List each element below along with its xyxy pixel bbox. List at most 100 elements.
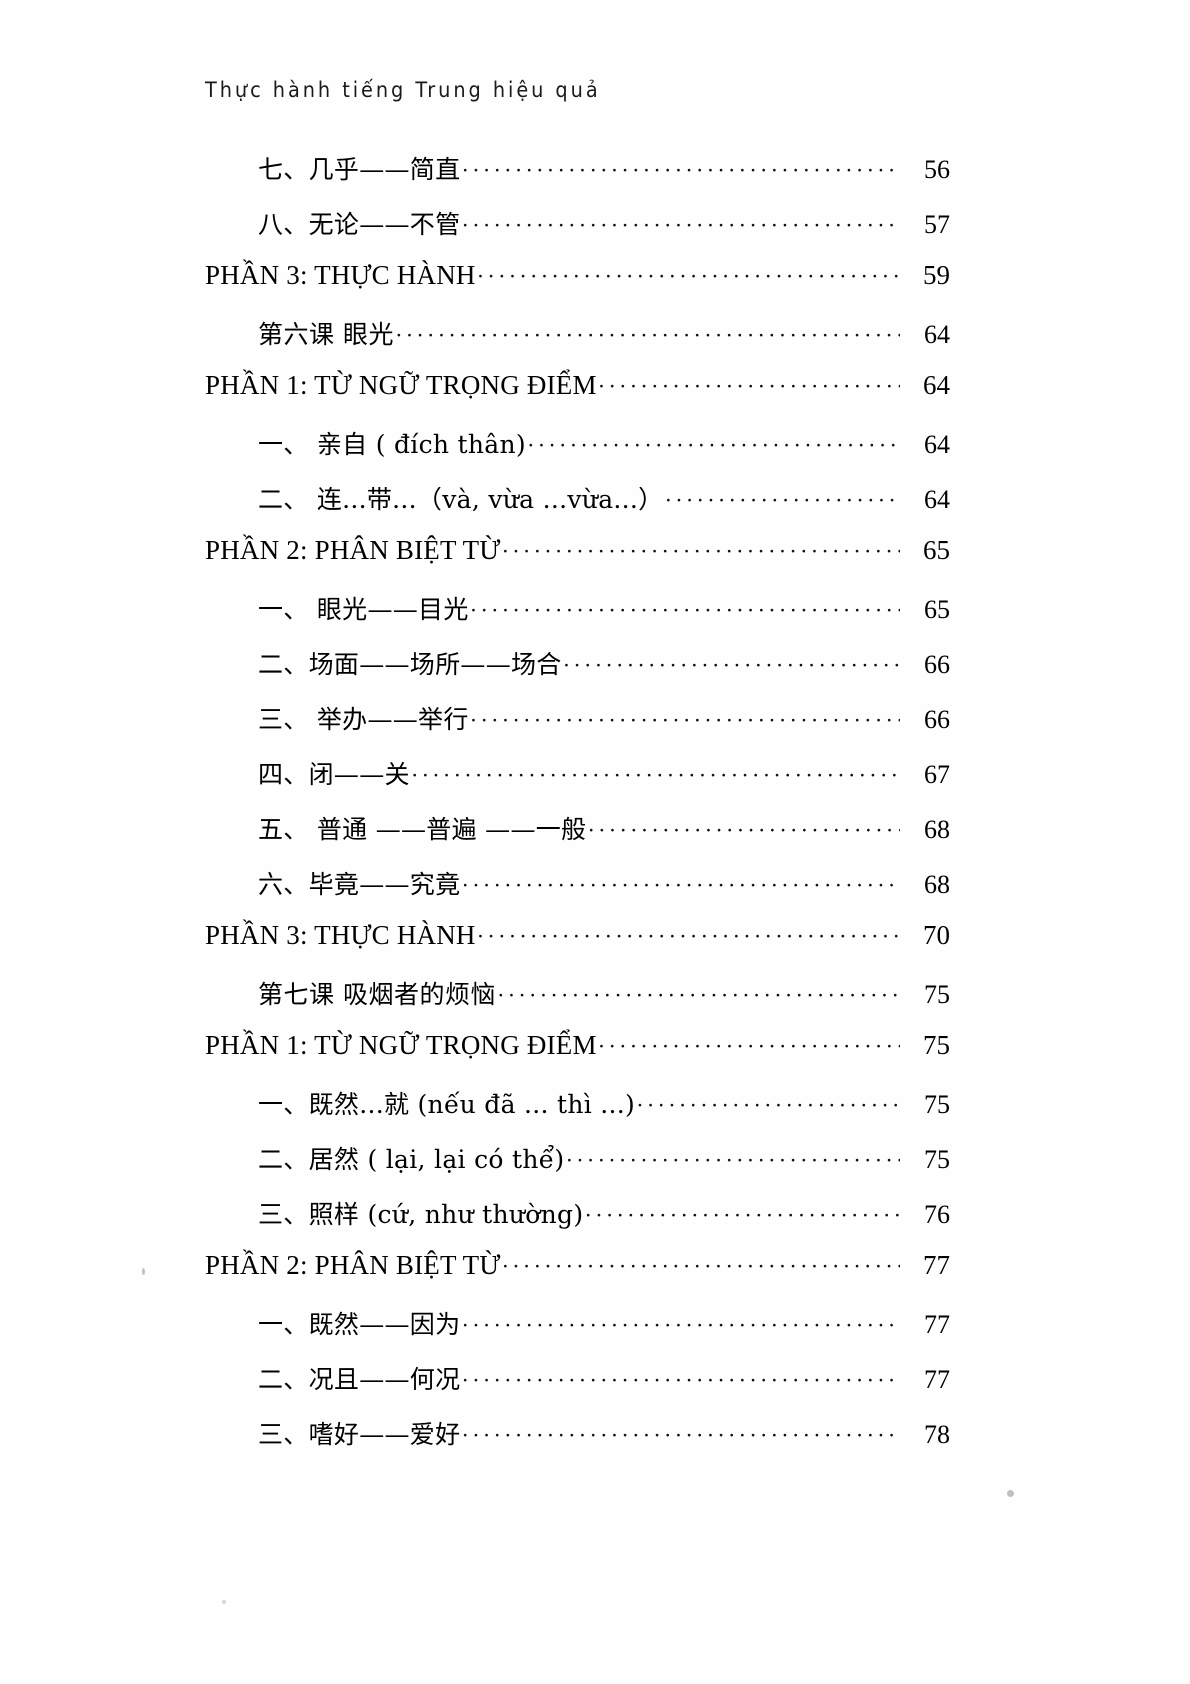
toc-entry[interactable]: 一、既然...就 (nếu đã ... thì ...)···········…	[258, 1085, 950, 1140]
toc-entry-title: PHẦN 1: TỪ NGỮ TRỌNG ĐIỂM	[205, 370, 597, 400]
dot-leader: ········································…	[476, 265, 900, 288]
toc-entry[interactable]: 七、几乎——简直································…	[258, 150, 950, 205]
table-of-contents: 七、几乎——简直································…	[0, 150, 1190, 1470]
toc-entry-page-number: 67	[924, 760, 950, 789]
toc-entry-page-number: 66	[924, 705, 950, 734]
toc-entry-page-number: 64	[924, 485, 950, 514]
toc-entry-title: 第七课 吸烟者的烦恼	[258, 980, 496, 1009]
toc-entry-title: 二、居然 ( lại, lại có thể)	[258, 1145, 565, 1174]
toc-entry-title: PHẦN 2: PHÂN BIỆT TỪ	[205, 535, 501, 565]
toc-entry[interactable]: 三、照样 (cứ, như thường)···················…	[258, 1195, 950, 1250]
dot-leader: ········································…	[469, 599, 900, 622]
dot-leader: ········································…	[584, 1204, 900, 1227]
toc-entry-page-number: 64	[924, 320, 950, 349]
toc-entry[interactable]: 八、无论——不管································…	[258, 205, 950, 260]
toc-entry-title: 二、 连...带...（và, vừa ...vừa...）	[258, 485, 664, 514]
toc-entry[interactable]: PHẦN 2: PHÂN BIỆT TỪ····················…	[205, 1250, 950, 1305]
toc-entry-page-number: 57	[924, 210, 950, 239]
toc-entry-title: PHẦN 2: PHÂN BIỆT TỪ	[205, 1250, 501, 1280]
dot-leader: ········································…	[461, 1369, 900, 1392]
toc-entry[interactable]: 二、场面——场所——场合····························…	[258, 645, 950, 700]
toc-entry[interactable]: 三、 举办——举行·······························…	[258, 700, 950, 755]
toc-entry-title: 三、照样 (cứ, như thường)	[258, 1200, 584, 1229]
dot-leader: ········································…	[597, 375, 900, 398]
toc-entry[interactable]: PHẦN 2: PHÂN BIỆT TỪ····················…	[205, 535, 950, 590]
dot-leader: ········································…	[461, 214, 900, 237]
toc-entry[interactable]: 一、既然——因为································…	[258, 1305, 950, 1360]
toc-entry-title: 八、无论——不管	[258, 210, 461, 239]
toc-entry-page-number: 68	[924, 870, 950, 899]
toc-entry[interactable]: PHẦN 3: THỰC HÀNH·······················…	[205, 260, 950, 315]
dot-leader: ········································…	[461, 159, 900, 182]
toc-entry-title: 四、闭——关	[258, 760, 410, 789]
dot-leader: ········································…	[664, 489, 900, 512]
scan-speck	[222, 1600, 226, 1604]
toc-entry-title: 第六课 眼光	[258, 320, 394, 349]
toc-entry-page-number: 70	[923, 920, 950, 950]
toc-entry[interactable]: 二、况且——何况································…	[258, 1360, 950, 1415]
toc-entry-page-number: 66	[924, 650, 950, 679]
toc-entry-page-number: 68	[924, 815, 950, 844]
dot-leader: ········································…	[526, 434, 900, 457]
toc-entry-page-number: 75	[924, 980, 950, 1009]
dot-leader: ········································…	[501, 1255, 900, 1278]
toc-entry-title: 六、毕竟——究竟	[258, 870, 461, 899]
dot-leader: ········································…	[501, 540, 900, 563]
toc-entry-title: 二、场面——场所——场合	[258, 650, 562, 679]
toc-entry[interactable]: PHẦN 3: THỰC HÀNH·······················…	[205, 920, 950, 975]
toc-entry-page-number: 76	[924, 1200, 950, 1229]
toc-entry-title: 一、既然——因为	[258, 1310, 461, 1339]
toc-entry[interactable]: PHẦN 1: TỪ NGỮ TRỌNG ĐIỂM···············…	[205, 1030, 950, 1085]
toc-entry[interactable]: 五、 普通 ——普遍 ——一般·························…	[258, 810, 950, 865]
toc-entry[interactable]: PHẦN 1: TỪ NGỮ TRỌNG ĐIỂM···············…	[205, 370, 950, 425]
toc-entry-title: 三、 举办——举行	[258, 705, 469, 734]
toc-entry[interactable]: 六、毕竟——究竟································…	[258, 865, 950, 920]
toc-entry-title: 二、况且——何况	[258, 1365, 461, 1394]
toc-entry[interactable]: 一、 亲自 ( đích thân)······················…	[258, 425, 950, 480]
toc-entry-title: 五、 普通 ——普遍 ——一般	[258, 815, 587, 844]
dot-leader: ········································…	[597, 1035, 900, 1058]
toc-entry[interactable]: 一、 眼光——目光·······························…	[258, 590, 950, 645]
toc-entry[interactable]: 第六课 眼光··································…	[258, 315, 950, 370]
toc-entry-page-number: 64	[924, 430, 950, 459]
toc-entry-title: 一、既然...就 (nếu đã ... thì ...)	[258, 1090, 636, 1119]
dot-leader: ········································…	[461, 1424, 900, 1447]
scan-speck	[1007, 1490, 1014, 1497]
toc-entry[interactable]: 四、闭——关··································…	[258, 755, 950, 810]
toc-entry-page-number: 77	[924, 1310, 950, 1339]
toc-entry-title: 三、嗜好——爱好	[258, 1420, 461, 1449]
toc-entry[interactable]: 二、 连...带...（và, vừa ...vừa...）··········…	[258, 480, 950, 535]
toc-entry[interactable]: 二、居然 ( lại, lại có thể)·················…	[258, 1140, 950, 1195]
running-header: Thực hành tiếng Trung hiệu quả	[205, 78, 601, 102]
dot-leader: ········································…	[394, 324, 900, 347]
dot-leader: ········································…	[636, 1094, 900, 1117]
toc-entry-page-number: 77	[924, 1365, 950, 1394]
dot-leader: ········································…	[469, 709, 900, 732]
toc-entry-page-number: 78	[924, 1420, 950, 1449]
toc-entry-title: 一、 眼光——目光	[258, 595, 469, 624]
toc-entry-page-number: 64	[923, 370, 950, 400]
dot-leader: ········································…	[410, 764, 900, 787]
toc-entry-page-number: 75	[923, 1030, 950, 1060]
toc-entry-title: 七、几乎——简直	[258, 155, 461, 184]
toc-entry-title: 一、 亲自 ( đích thân)	[258, 430, 526, 459]
dot-leader: ········································…	[587, 819, 900, 842]
dot-leader: ········································…	[562, 654, 900, 677]
toc-entry-title: PHẦN 3: THỰC HÀNH	[205, 920, 476, 950]
toc-entry-page-number: 56	[924, 155, 950, 184]
toc-entry-page-number: 59	[923, 260, 950, 290]
toc-entry[interactable]: 三、嗜好——爱好································…	[258, 1415, 950, 1470]
toc-entry-page-number: 75	[924, 1145, 950, 1174]
toc-entry-page-number: 65	[924, 595, 950, 624]
scan-speck	[142, 1268, 145, 1275]
dot-leader: ········································…	[565, 1149, 900, 1172]
toc-entry[interactable]: 第七课 吸烟者的烦恼······························…	[258, 975, 950, 1030]
dot-leader: ········································…	[461, 874, 900, 897]
dot-leader: ········································…	[461, 1314, 900, 1337]
toc-entry-page-number: 65	[923, 535, 950, 565]
toc-entry-page-number: 75	[924, 1090, 950, 1119]
toc-entry-title: PHẦN 1: TỪ NGỮ TRỌNG ĐIỂM	[205, 1030, 597, 1060]
dot-leader: ········································…	[496, 984, 900, 1007]
toc-entry-title: PHẦN 3: THỰC HÀNH	[205, 260, 476, 290]
